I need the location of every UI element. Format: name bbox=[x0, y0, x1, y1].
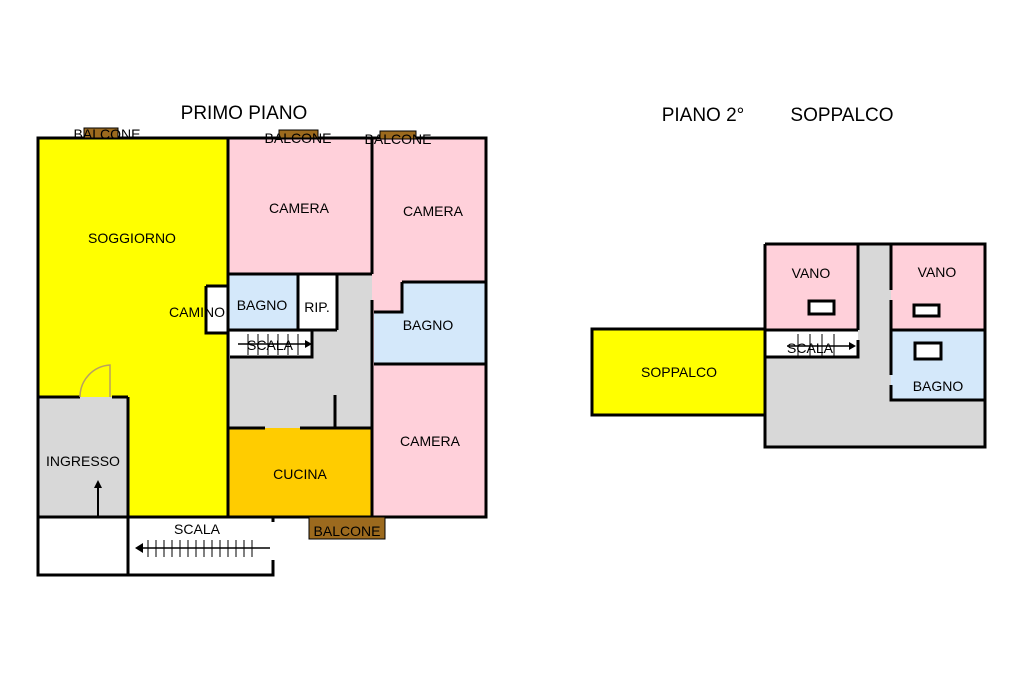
label-balcone-4: BALCONE bbox=[314, 523, 381, 539]
balcone-4 bbox=[308, 516, 386, 540]
label-scala-esterna: SCALA bbox=[174, 521, 221, 537]
title-primo-piano: PRIMO PIANO bbox=[181, 103, 308, 124]
scala-interna-arrow bbox=[238, 334, 312, 355]
room-ingresso bbox=[38, 397, 128, 517]
room-camera-3 bbox=[372, 364, 486, 517]
scala-esterna-arrow bbox=[135, 540, 270, 557]
title-soppalco: SOPPALCO bbox=[790, 105, 893, 126]
second-floor: SOPPALCO VANO VANO BAGNO SCALA bbox=[590, 242, 987, 449]
label-soggiorno: SOGGIORNO bbox=[88, 230, 176, 246]
label-balcone-1: BALCONE bbox=[74, 126, 141, 142]
skylight-1 bbox=[807, 299, 836, 316]
label-vano-1: VANO bbox=[792, 265, 831, 281]
label-camera-2: CAMERA bbox=[403, 203, 464, 219]
camino-box bbox=[206, 286, 228, 333]
skylight-3 bbox=[913, 341, 943, 361]
label-bagno-1: BAGNO bbox=[237, 297, 288, 313]
entrance-arrow-head bbox=[94, 480, 102, 488]
label-balcone-3: BALCONE bbox=[365, 131, 432, 147]
label-scala-p2: SCALA bbox=[787, 340, 834, 356]
label-ripostiglio: RIP. bbox=[304, 299, 329, 315]
skylight-2 bbox=[912, 303, 941, 318]
balcone-1 bbox=[83, 127, 119, 139]
label-balcone-2: BALCONE bbox=[265, 130, 332, 146]
title-piano-2: PIANO 2° bbox=[662, 105, 745, 126]
label-camino: CAMINO bbox=[169, 304, 225, 320]
room-camera-1 bbox=[228, 138, 372, 274]
label-camera-3: CAMERA bbox=[400, 433, 461, 449]
label-camera-1: CAMERA bbox=[269, 200, 330, 216]
room-bagno-1 bbox=[229, 275, 299, 330]
label-bagno-2: BAGNO bbox=[403, 317, 454, 333]
balcone-2 bbox=[278, 129, 319, 139]
room-ripostiglio bbox=[299, 275, 337, 330]
door-swing bbox=[79, 364, 111, 398]
scala-p2-arrow bbox=[787, 334, 856, 356]
second-floor-walls bbox=[763, 242, 987, 449]
room-cucina bbox=[228, 428, 372, 517]
label-vano-2: VANO bbox=[918, 264, 957, 280]
scala-esterna-walls bbox=[36, 517, 275, 577]
scala-p2 bbox=[766, 331, 858, 357]
label-scala-interna: SCALA bbox=[247, 337, 294, 353]
outer-wall bbox=[36, 136, 488, 519]
label-cucina: CUCINA bbox=[273, 466, 327, 482]
label-bagno-p2: BAGNO bbox=[913, 378, 964, 394]
interior-walls bbox=[38, 138, 486, 517]
label-soppalco: SOPPALCO bbox=[641, 364, 717, 380]
balcone-3 bbox=[379, 130, 417, 140]
room-vano-1 bbox=[765, 244, 858, 330]
first-floor: SOGGIORNO CAMINO CAMERA CAMERA CAMERA BA… bbox=[36, 126, 488, 577]
label-ingresso: INGRESSO bbox=[46, 453, 120, 469]
